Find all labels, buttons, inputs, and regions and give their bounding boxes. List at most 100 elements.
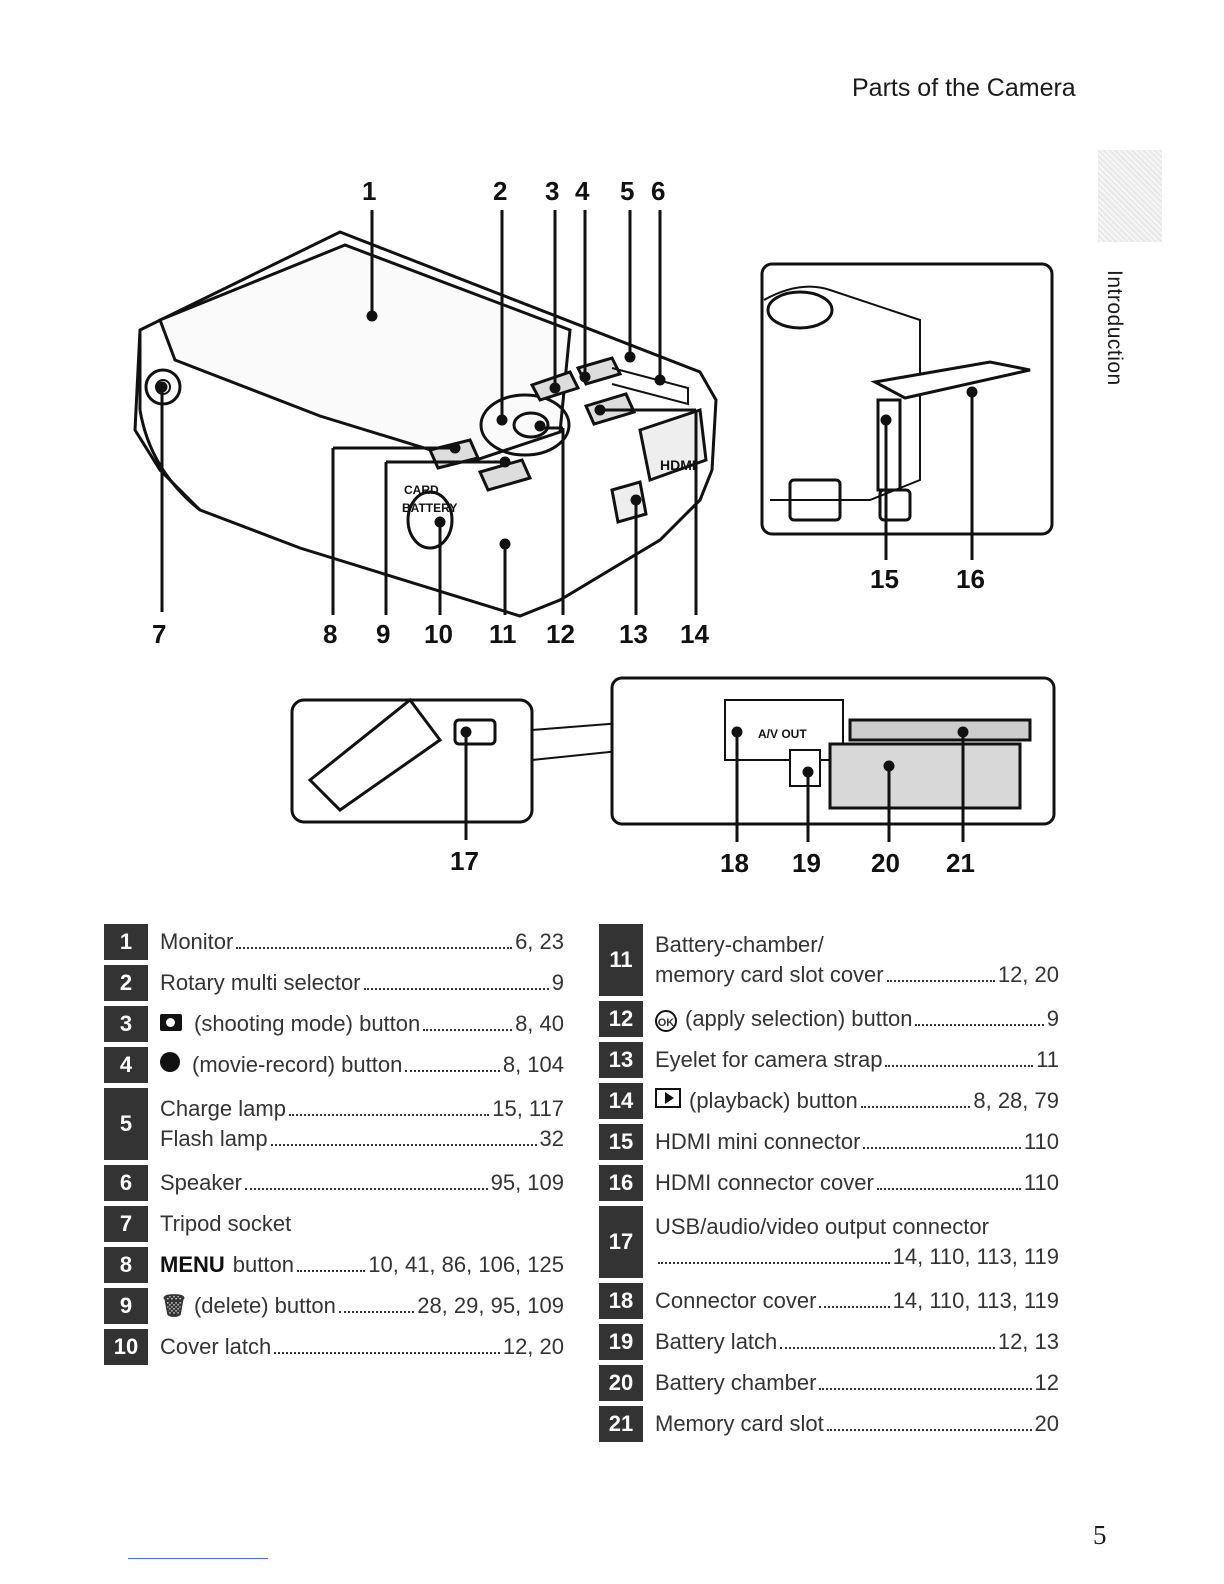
callout-10: 10 (424, 619, 453, 649)
legend-text: USB/audio/video output connector (655, 1214, 989, 1239)
legend-badge: 1 (104, 924, 148, 960)
callout-19: 19 (792, 848, 821, 878)
section-label: Introduction (1103, 270, 1126, 386)
page-header: Parts of the Camera (852, 74, 1076, 102)
legend-badge: 19 (599, 1324, 643, 1360)
legend-text: (shooting mode) button (194, 1011, 421, 1036)
page-number: 5 (1093, 1520, 1107, 1550)
legend-pages: 10, 41, 86, 106, 125 (368, 1252, 564, 1277)
footer-rule (128, 1558, 268, 1559)
legend-text: HDMI connector cover (655, 1170, 874, 1195)
usb-inset-illustration (290, 697, 726, 824)
legend-item: 10 Cover latch 12, 20 (104, 1329, 564, 1365)
legend-pages-2: 12, 20 (997, 962, 1059, 987)
legend-badge: 20 (599, 1365, 643, 1401)
legend-pages: 28, 29, 95, 109 (417, 1293, 564, 1318)
legend-badge: 11 (599, 924, 643, 996)
legend-item: 8 MENU button 10, 41, 86, 106, 125 (104, 1247, 564, 1283)
callout-18: 18 (720, 848, 749, 878)
callout-14: 14 (680, 619, 709, 649)
callout-8: 8 (323, 619, 337, 649)
legend-text: Cover latch (160, 1334, 272, 1359)
legend-badge: 16 (599, 1165, 643, 1201)
battery-inset-illustration (610, 676, 1056, 826)
legend-text: Battery latch (655, 1329, 778, 1354)
legend-text-2: memory card slot cover (655, 962, 884, 987)
legend-badge: 15 (599, 1124, 643, 1160)
legend-text-2: Flash lamp (160, 1126, 268, 1151)
trash-icon: 🗑︎ (160, 1293, 188, 1318)
legend-badge: 13 (599, 1042, 643, 1078)
legend-pages: 14, 110, 113, 119 (892, 1288, 1059, 1313)
callout-17: 17 (450, 846, 479, 876)
legend-pages: 110 (1023, 1170, 1059, 1195)
legend-pages-2: 14, 110, 113, 119 (892, 1244, 1059, 1269)
legend-item: 17 USB/audio/video output connector 14, … (599, 1206, 1059, 1278)
legend-pages: 20 (1034, 1411, 1059, 1436)
section-tab-shade (1098, 150, 1162, 242)
legend-text: (apply selection) button (685, 1006, 913, 1031)
legend-text: Connector cover (655, 1288, 817, 1313)
av-out-port-label: A/V OUT (758, 727, 807, 741)
legend-pages: 95, 109 (490, 1170, 564, 1195)
callout-15: 15 (870, 564, 899, 594)
legend-badge: 9 (104, 1288, 148, 1324)
hdmi-inset-illustration (760, 262, 1054, 536)
legend-item: 20 Battery chamber 12 (599, 1365, 1059, 1401)
legend-badge: 7 (104, 1206, 148, 1242)
legend-text: Eyelet for camera strap (655, 1047, 883, 1072)
legend-pages: 110 (1023, 1129, 1059, 1154)
legend-badge: 4 (104, 1047, 148, 1083)
legend-text: Battery chamber (655, 1370, 817, 1395)
legend-text: button (232, 1252, 294, 1277)
legend-text: (playback) button (689, 1088, 858, 1113)
legend-text: Battery-chamber/ (655, 932, 824, 957)
camera-icon (160, 1014, 182, 1031)
callout-9: 9 (376, 619, 390, 649)
leader-lines (156, 210, 978, 842)
menu-icon: MENU (160, 1252, 225, 1277)
legend-item: 7 Tripod socket (104, 1206, 564, 1242)
legend-pages: 8, 104 (502, 1052, 564, 1077)
legend-pages: 12 (1034, 1370, 1059, 1395)
playback-icon (655, 1088, 681, 1108)
legend-text: Charge lamp (160, 1096, 286, 1121)
legend-pages: 12, 20 (502, 1334, 564, 1359)
legend-badge: 18 (599, 1283, 643, 1319)
legend-right: 11 Battery-chamber/ memory card slot cov… (599, 924, 1059, 1447)
legend-text: Rotary multi selector (160, 970, 361, 995)
callout-1: 1 (362, 176, 376, 206)
legend-item: 11 Battery-chamber/ memory card slot cov… (599, 924, 1059, 996)
hdmi-label: HDMI (660, 457, 696, 473)
callout-3: 3 (545, 176, 559, 206)
legend-pages: 8, 40 (515, 1011, 564, 1036)
legend-item: 14 (playback) button 8, 28, 79 (599, 1083, 1059, 1119)
legend-pages: 6, 23 (515, 929, 564, 954)
legend-text: HDMI mini connector (655, 1129, 861, 1154)
legend-pages: 9 (551, 970, 564, 995)
callout-21: 21 (946, 848, 975, 878)
legend-badge: 6 (104, 1165, 148, 1201)
legend-badge: 8 (104, 1247, 148, 1283)
camera-parts-diagram: A/V OUT CARD BATTERY HDMI 1 2 3 4 5 6 7 … (133, 176, 1056, 878)
legend-pages: 8, 28, 79 (973, 1088, 1059, 1113)
legend-badge: 14 (599, 1083, 643, 1119)
ok-icon: OK (655, 1010, 677, 1032)
callout-5: 5 (620, 176, 634, 206)
callout-12: 12 (546, 619, 575, 649)
legend-badge: 12 (599, 1001, 643, 1037)
callout-11: 11 (489, 619, 517, 649)
legend-badge: 10 (104, 1329, 148, 1365)
legend-item: 18 Connector cover 14, 110, 113, 119 (599, 1283, 1059, 1319)
